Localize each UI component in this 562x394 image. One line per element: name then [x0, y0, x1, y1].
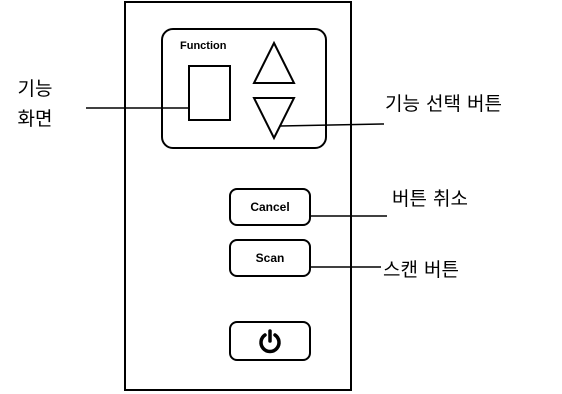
cancel-button[interactable]: Cancel [229, 188, 311, 226]
callout-function-screen-line1: 기능 [17, 78, 53, 100]
callout-function-screen-line2: 화면 [17, 108, 53, 130]
callout-cancel-button: 버튼 취소 [392, 188, 468, 210]
callout-function-screen: 기능 화면 [6, 74, 64, 134]
function-screen [188, 65, 231, 121]
power-icon [259, 329, 281, 354]
callout-scan-button: 스캔 버튼 [383, 259, 459, 281]
function-label: Function [180, 40, 227, 52]
scan-button[interactable]: Scan [229, 239, 311, 277]
cancel-button-label: Cancel [250, 200, 290, 214]
scan-button-label: Scan [255, 251, 285, 265]
power-button[interactable] [229, 321, 311, 361]
callout-function-select-buttons: 기능 선택 버튼 [385, 93, 502, 115]
